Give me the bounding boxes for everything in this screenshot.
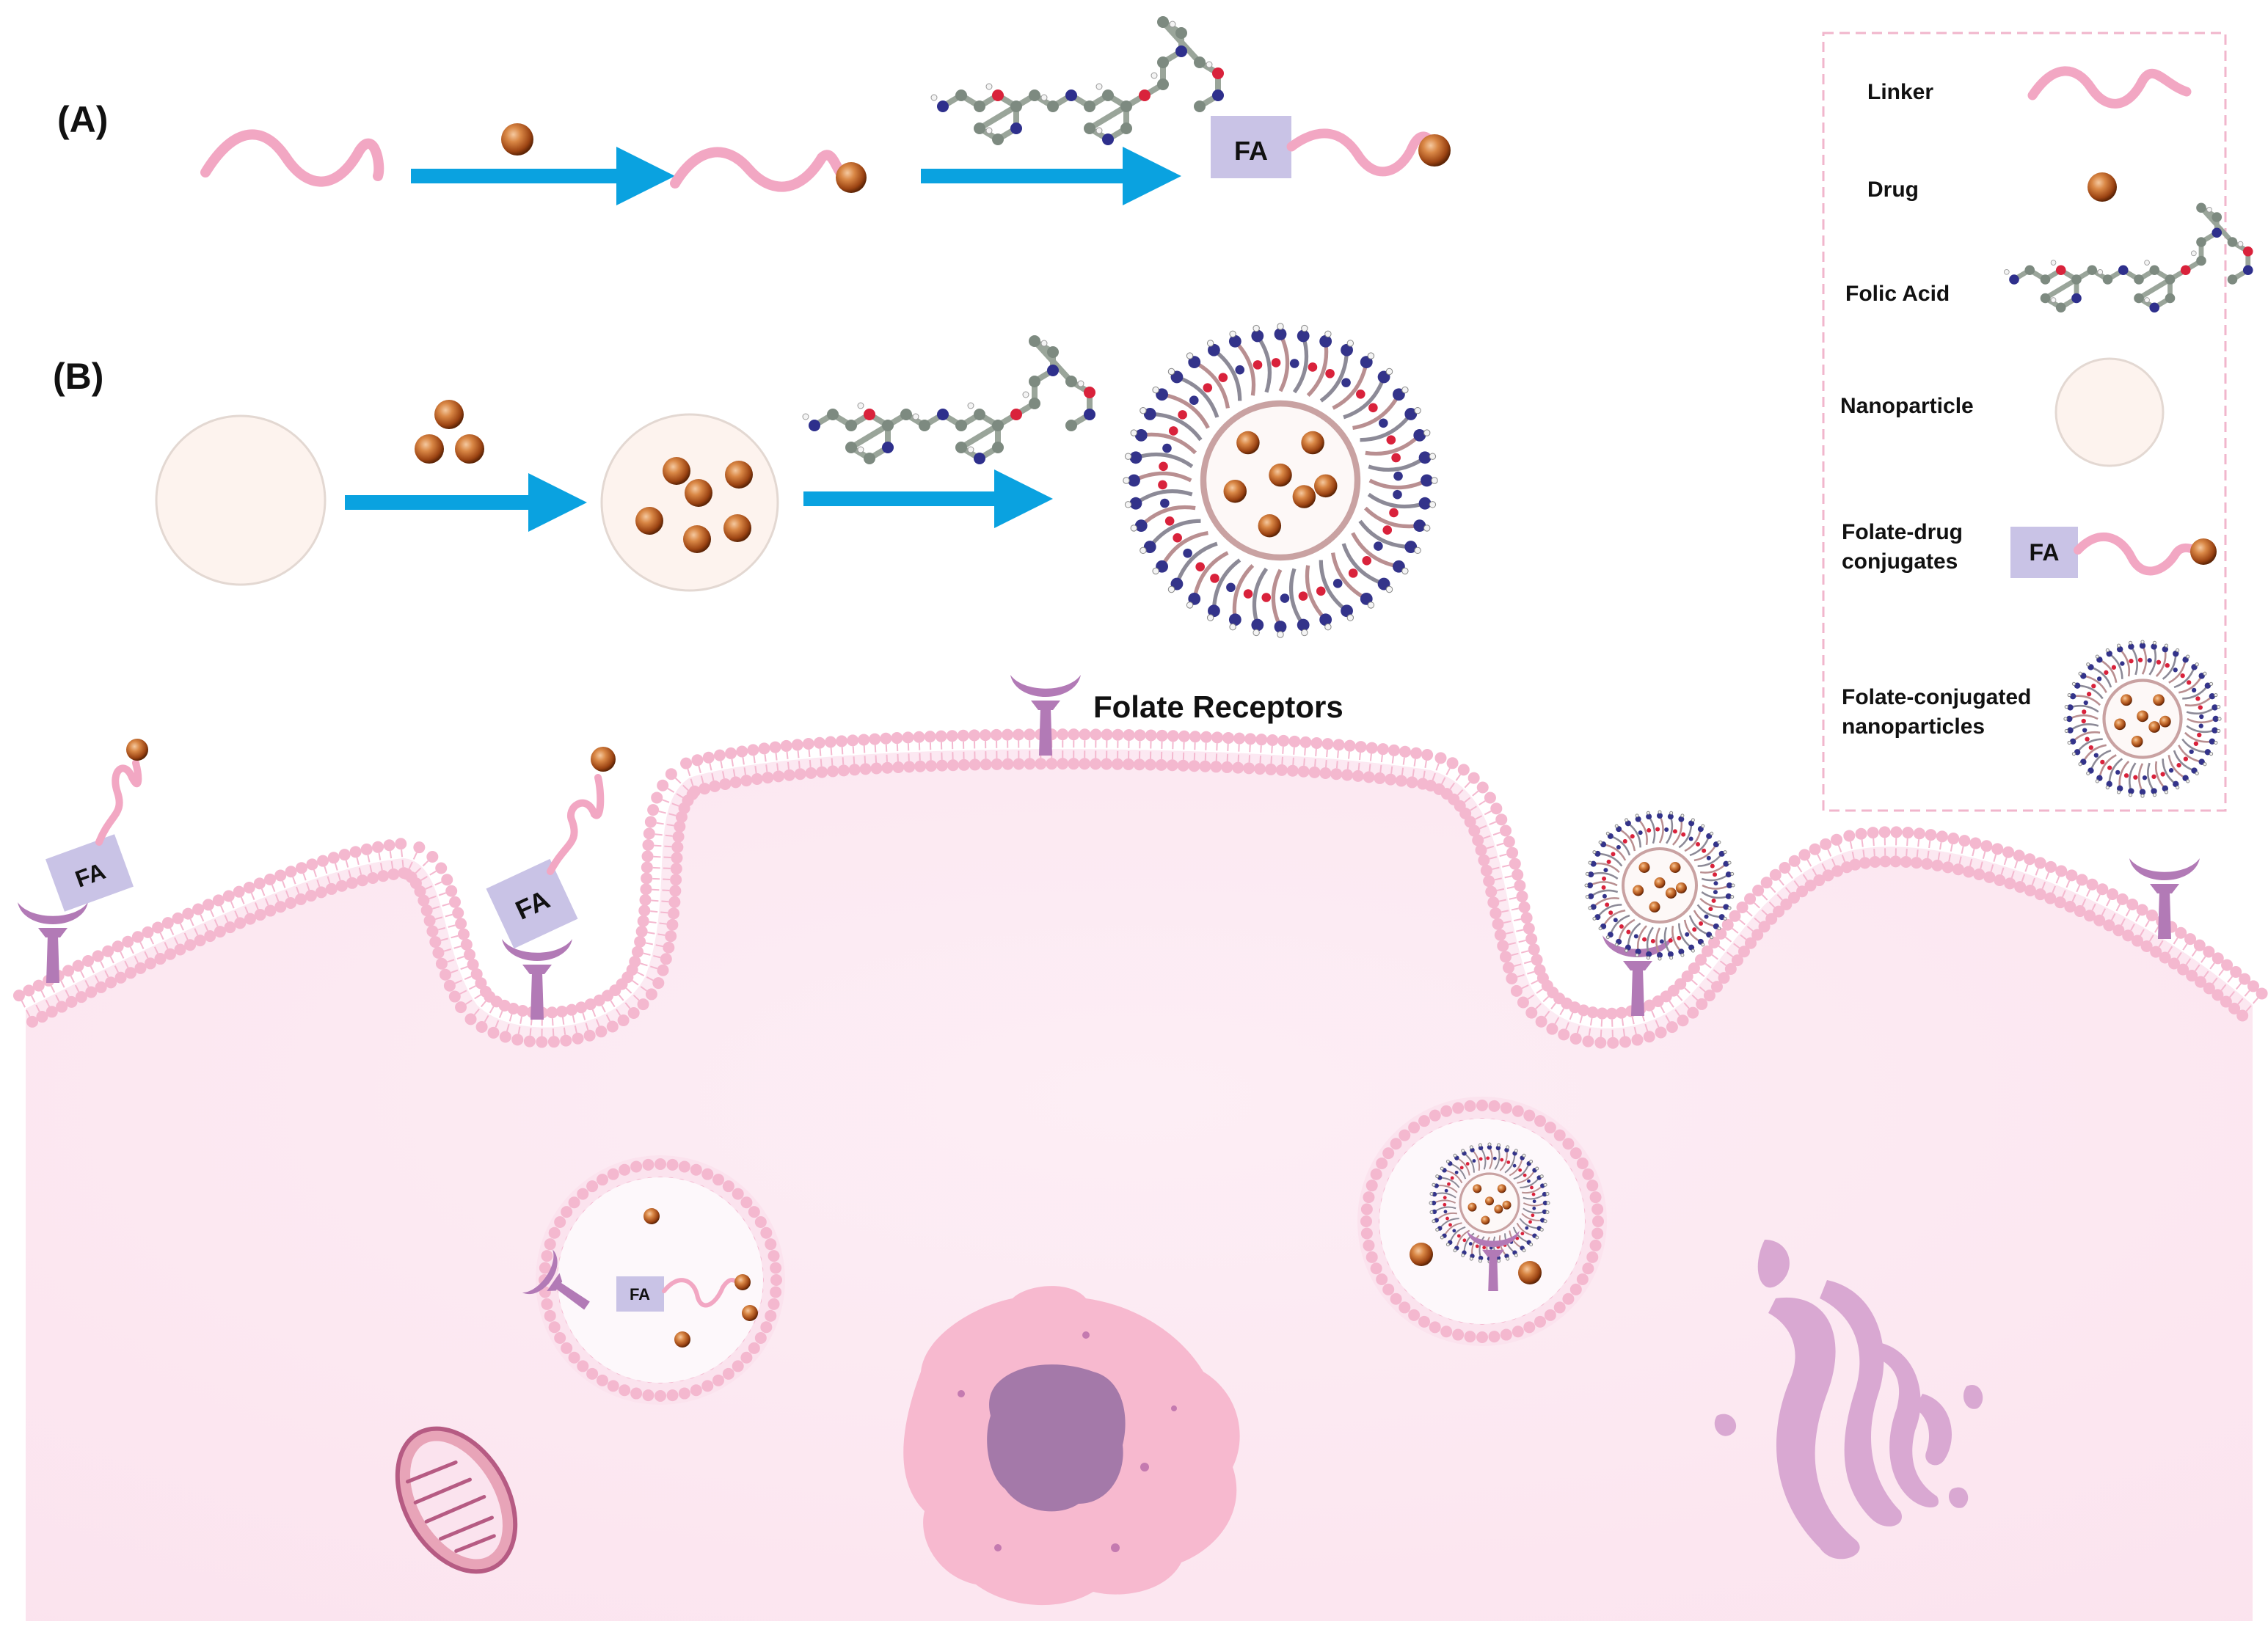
legend: Linker Drug Folic Acid Nanoparticle Fola… xyxy=(1822,32,2253,812)
fa-box xyxy=(2010,527,2078,578)
legend-label-folate-drug: Folate-drug conjugates xyxy=(1842,520,1969,574)
folate-receptors-label: Folate Receptors xyxy=(1093,690,1343,724)
nucleus-icon xyxy=(903,1286,1240,1606)
fa-text: FA xyxy=(1234,136,1268,166)
drug-icon xyxy=(501,123,533,156)
drug-icon xyxy=(1418,134,1451,167)
drug-icon xyxy=(643,1208,660,1224)
drug-icon xyxy=(725,461,753,489)
drug-icon xyxy=(1410,1243,1433,1266)
drug-icon xyxy=(455,434,484,464)
nanoparticle-icon xyxy=(155,414,327,586)
drug-icon xyxy=(734,1274,751,1290)
mitochondrion-icon xyxy=(395,1426,518,1574)
drug-icon xyxy=(742,1305,758,1321)
linker-icon xyxy=(1286,128,1440,177)
golgi-icon xyxy=(1714,1240,1983,1560)
folic-acid-icon xyxy=(930,16,1224,145)
drug-icon xyxy=(1518,1261,1542,1284)
cell-membrane xyxy=(12,728,2268,1049)
drug-icon xyxy=(683,525,711,553)
linker-icon xyxy=(200,129,384,187)
nanoparticle-icon xyxy=(2054,357,2165,467)
drug-icon xyxy=(2190,538,2217,565)
folate-conjugated-nanoparticle xyxy=(1123,323,1438,638)
bound-conjugate-2: FA xyxy=(486,747,616,949)
fa-box xyxy=(1211,116,1291,178)
endosome-nanoparticle xyxy=(1357,1097,1607,1346)
folate-receptor-icon xyxy=(1010,675,1081,756)
fa-text: FA xyxy=(630,1285,650,1304)
panel-b: (B) xyxy=(53,323,1438,638)
linker-icon xyxy=(670,147,849,192)
drug-icon xyxy=(126,739,148,761)
folate-conjugated-nanoparticle xyxy=(2063,640,2222,798)
drug-icon xyxy=(723,514,751,542)
drug-icon xyxy=(591,747,616,772)
endosome-conjugate: FA xyxy=(522,1155,785,1405)
legend-label-linker: Linker xyxy=(1867,80,1933,104)
drug-icon xyxy=(836,162,867,193)
cytoplasm xyxy=(26,749,2253,1621)
legend-label-folate-np: Folate-conjugated nanoparticles xyxy=(1842,685,2038,739)
folate-conjugated-nanoparticle xyxy=(1584,810,1735,961)
fa-text: FA xyxy=(2030,539,2060,566)
folate-receptor-icon xyxy=(502,939,572,1020)
legend-label-folic-acid: Folic Acid xyxy=(1845,282,1950,306)
drug-icon xyxy=(663,457,690,485)
folic-acid-icon xyxy=(2003,202,2253,313)
folic-acid-icon xyxy=(802,335,1095,464)
panel-b-label: (B) xyxy=(53,356,103,397)
linker-icon xyxy=(2074,533,2204,576)
bound-conjugate-1: FA xyxy=(45,739,148,912)
drug-icon xyxy=(415,434,444,464)
nucleolus xyxy=(987,1364,1126,1512)
folate-receptor-icon xyxy=(1602,935,1673,1016)
linker-icon xyxy=(2027,66,2192,109)
cell xyxy=(12,728,2268,1621)
folate-receptor-icon xyxy=(2129,858,2200,939)
drug-icon xyxy=(635,507,663,535)
legend-label-drug: Drug xyxy=(1867,178,1919,202)
panel-a: (A) FA xyxy=(57,16,1451,205)
legend-label-nanoparticle: Nanoparticle xyxy=(1840,394,1974,418)
drug-icon xyxy=(2087,172,2117,202)
folate-receptor-icon xyxy=(18,902,88,983)
legend-box xyxy=(1822,32,2227,812)
drug-icon xyxy=(434,400,464,429)
drug-icon xyxy=(674,1331,690,1348)
drug-icon xyxy=(685,479,712,507)
panel-a-label: (A) xyxy=(57,99,108,140)
